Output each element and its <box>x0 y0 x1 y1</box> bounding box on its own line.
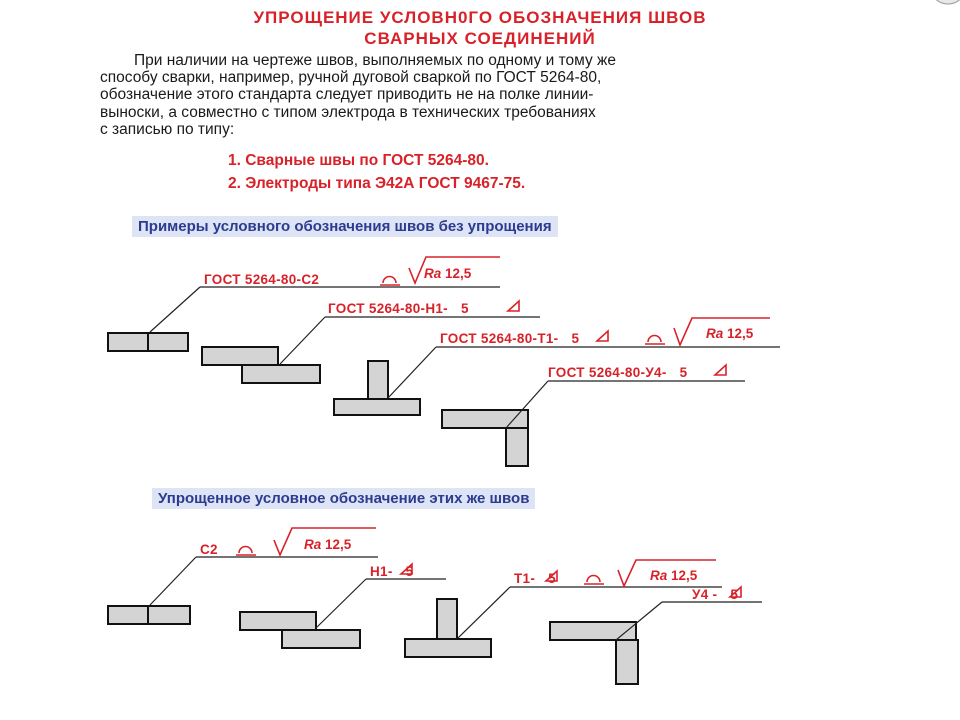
roughness-label-butt-simplified: Ra 12,5 <box>304 537 352 552</box>
logo-fragment <box>935 0 960 5</box>
triangle-leg-icon <box>398 562 413 575</box>
weld-around-icon <box>380 275 400 286</box>
page-title-line1: УПРОЩЕНИЕ УСЛОВН0ГО ОБОЗНАЧЕНИЯ ШВОВ <box>253 8 707 27</box>
intro-line: способу сварки, например, ручной дуговой… <box>100 69 602 87</box>
corner-joint-full <box>441 409 529 467</box>
roughness-label-butt-full: Ra 12,5 <box>424 266 472 281</box>
intro-paragraph: При наличии на чертеже швов, выполняемых… <box>100 52 760 138</box>
weld-around-icon <box>584 574 604 585</box>
intro-line: выноски, а совместно с типом электрода в… <box>100 103 596 121</box>
roughness-check-icon <box>408 256 500 286</box>
requirement-item: 1. Сварные швы по ГОСТ 5264-80. <box>228 152 489 169</box>
lap-joint-simplified <box>239 611 361 649</box>
intro-line: При наличии на чертеже швов, выполняемых… <box>134 52 617 69</box>
requirement-item: 2. Электроды типа Э42А ГОСТ 9467-75. <box>228 175 526 192</box>
label-butt-simplified: С2 <box>200 542 218 557</box>
roughness-check-icon <box>673 317 770 348</box>
triangle-leg-icon <box>543 569 558 582</box>
label-tee-full: ГОСТ 5264-80-Т1-5 <box>440 331 580 346</box>
label-lap-simplified: Н1-5 <box>370 564 414 579</box>
triangle-leg-icon <box>727 585 742 598</box>
roughness-label-tee-simplified: Ra 12,5 <box>650 568 698 583</box>
intro-line: обозначение этого стандарта следует прив… <box>100 86 594 104</box>
label-corner-simplified: У4 -5 <box>692 587 739 602</box>
triangle-leg-icon <box>594 329 609 342</box>
label-tee-simplified: Т1-5 <box>514 571 556 586</box>
tee-joint-simplified <box>404 598 492 658</box>
roughness-check-icon <box>617 559 716 589</box>
label-corner-full: ГОСТ 5264-80-У4-5 <box>548 365 688 380</box>
butt-joint-full <box>107 332 189 352</box>
intro-line: с записью по типу: <box>100 120 235 138</box>
triangle-leg-icon <box>505 299 520 312</box>
weld-around-icon <box>645 334 665 345</box>
roughness-check-icon <box>273 527 376 558</box>
label-butt-full: ГОСТ 5264-80-С2 <box>204 272 320 287</box>
section-heading-simplified: Упрощенное условное обозначение этих же … <box>152 488 536 509</box>
lap-joint-full <box>201 346 321 384</box>
label-lap-full: ГОСТ 5264-80-Н1-5 <box>328 301 469 316</box>
corner-joint-simplified <box>549 621 639 685</box>
requirements-list: 1. Сварные швы по ГОСТ 5264-80. 2. Элект… <box>228 149 525 195</box>
page-title-line2: СВАРНЫХ СОЕДИНЕНИЙ <box>364 29 596 48</box>
roughness-label-tee-full: Ra 12,5 <box>706 326 754 341</box>
weld-around-icon <box>236 545 256 556</box>
tee-joint-full <box>333 360 421 416</box>
triangle-leg-icon <box>712 363 727 376</box>
butt-joint-simplified <box>107 605 191 625</box>
section-heading-full: Примеры условного обозначения швов без у… <box>132 216 558 237</box>
